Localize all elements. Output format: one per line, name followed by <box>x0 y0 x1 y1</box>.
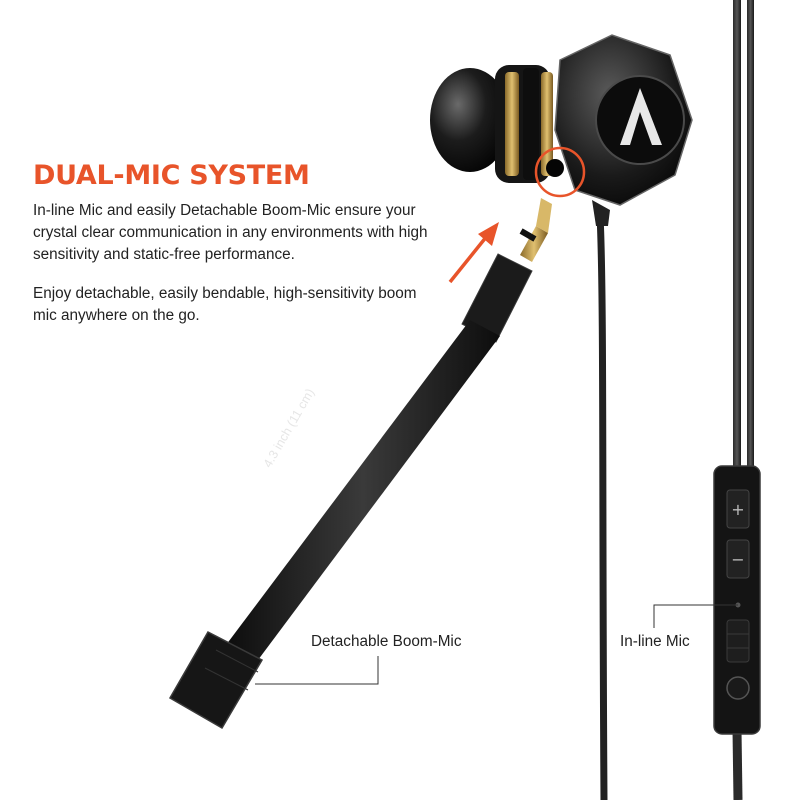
volume-up-icon: + <box>731 500 744 519</box>
callout-lines <box>255 604 738 685</box>
brand-logo-icon <box>620 88 662 145</box>
page-title: DUAL-MIC SYSTEM <box>33 160 310 191</box>
inline-remote: + − <box>713 465 761 735</box>
mic-port-highlight <box>534 146 586 198</box>
boom-mic <box>168 198 552 730</box>
earphone-cables <box>596 0 754 800</box>
description-paragraph: In-line Mic and easily Detachable Boom-M… <box>33 202 428 263</box>
volume-down-icon: − <box>731 550 744 569</box>
earbud <box>430 34 693 226</box>
arrow-up-right-icon <box>448 222 499 284</box>
detail-paragraph: Enjoy detachable, easily bendable, high-… <box>33 285 417 324</box>
inline-mic-label: In-line Mic <box>620 633 690 650</box>
boom-mic-label: Detachable Boom-Mic <box>311 633 462 650</box>
